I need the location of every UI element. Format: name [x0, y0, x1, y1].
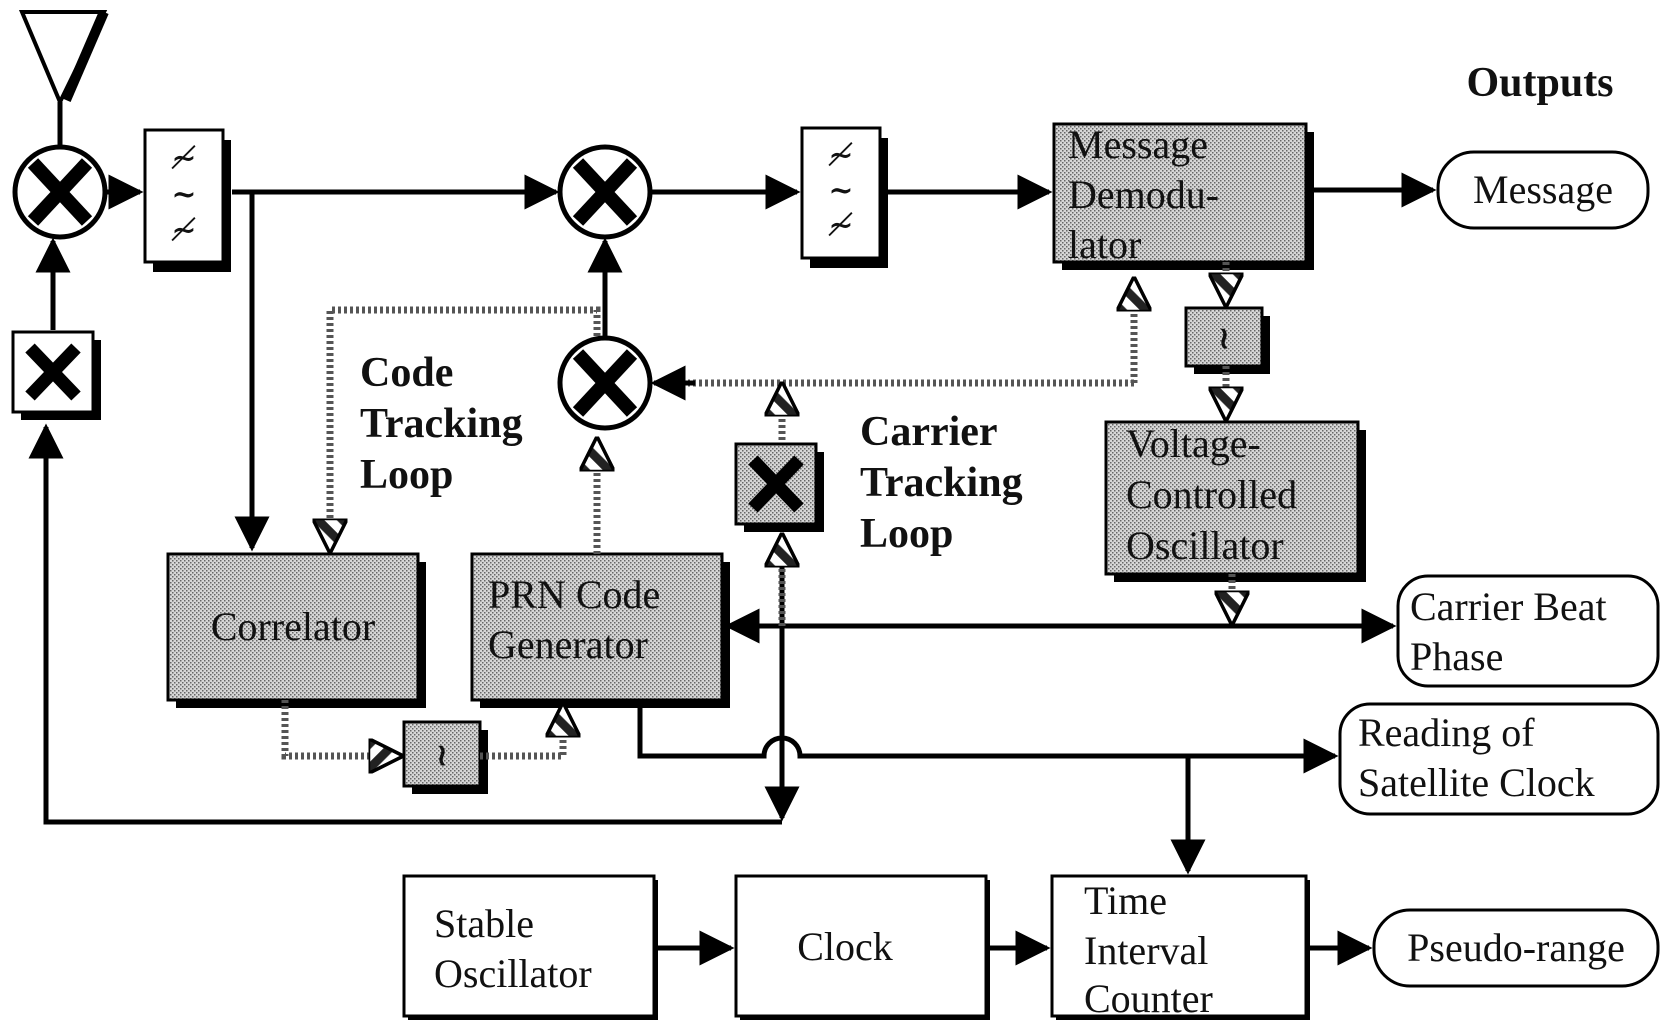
- outputs-heading: Outputs: [1466, 60, 1613, 106]
- message-demodulator-line-2: Demodu-: [1068, 172, 1219, 217]
- pseudo-range-output-label: Pseudo-range: [1407, 925, 1625, 970]
- clock-label: Clock: [797, 924, 893, 969]
- svg-text:~: ~: [171, 177, 196, 212]
- loop-filter-carrier-icon: ≀: [1184, 306, 1270, 374]
- time-interval-counter-line-2: Interval: [1084, 928, 1208, 973]
- bandpass-filter-2-icon: ≁ ~ ≁: [800, 126, 888, 268]
- stable-oscillator-line-2: Oscillator: [434, 951, 592, 996]
- message-demodulator-block: Message Demodu- lator: [1052, 122, 1314, 270]
- carrier-loop-line-2: Tracking: [860, 460, 1023, 506]
- satellite-clock-line-1: Reading of: [1358, 710, 1535, 755]
- code-loop-line-2: Tracking: [360, 401, 523, 447]
- svg-text:≁: ≁: [828, 208, 854, 243]
- pseudo-range-output: Pseudo-range: [1372, 908, 1660, 988]
- code-mixer-icon: [557, 335, 653, 431]
- prn-generator-line-2: Generator: [488, 622, 648, 667]
- time-interval-counter-block: Time Interval Counter: [1050, 874, 1310, 1021]
- svg-text:≁: ≁: [171, 213, 197, 248]
- stable-oscillator-line-1: Stable: [434, 901, 534, 946]
- vco-block: Voltage- Controlled Oscillator: [1104, 420, 1366, 582]
- message-output-label: Message: [1473, 167, 1613, 212]
- satellite-clock-output: Reading of Satellite Clock: [1338, 702, 1660, 816]
- clock-block: Clock: [734, 874, 990, 1020]
- svg-text:≁: ≁: [828, 138, 854, 173]
- code-loop-line-3: Loop: [360, 452, 453, 498]
- correlator-label: Correlator: [211, 604, 375, 649]
- stable-oscillator-block: Stable Oscillator: [402, 874, 658, 1020]
- input-mixer-icon: [12, 144, 108, 240]
- message-output: Message: [1436, 150, 1650, 230]
- vco-line-3: Oscillator: [1126, 523, 1284, 568]
- carrier-multiplier-icon: [734, 442, 824, 532]
- time-interval-counter-line-3: Counter: [1084, 976, 1213, 1021]
- svg-text:≀: ≀: [1218, 321, 1229, 356]
- carrier-beat-phase-line-2: Phase: [1410, 634, 1503, 679]
- svg-text:≁: ≁: [171, 141, 197, 176]
- prn-generator-line-1: PRN Code: [488, 572, 660, 617]
- carrier-beat-phase-output: Carrier Beat Phase: [1396, 574, 1660, 688]
- carrier-loop-line-3: Loop: [860, 511, 953, 557]
- local-multiplier-icon: [11, 330, 101, 420]
- bandpass-filter-1-icon: ≁ ~ ≁: [143, 128, 231, 272]
- time-interval-counter-line-1: Time: [1084, 878, 1167, 923]
- control-connections: [281, 262, 1232, 756]
- carrier-beat-phase-line-1: Carrier Beat: [1410, 584, 1607, 629]
- correlator-block: Correlator: [166, 552, 426, 708]
- vco-line-2: Controlled: [1126, 472, 1297, 517]
- svg-text:~: ~: [828, 173, 853, 208]
- code-loop-line-1: Code: [360, 350, 453, 396]
- message-demodulator-line-3: lator: [1068, 222, 1141, 267]
- prn-generator-block: PRN Code Generator: [470, 552, 730, 708]
- loop-filter-code-icon: ≀: [402, 720, 488, 794]
- carrier-mixer-icon: [557, 144, 653, 240]
- carrier-loop-line-1: Carrier: [860, 409, 998, 455]
- antenna-icon: [18, 10, 109, 145]
- solid-connections: [28, 172, 1437, 966]
- satellite-clock-line-2: Satellite Clock: [1358, 760, 1595, 805]
- message-demodulator-line-1: Message: [1068, 122, 1208, 167]
- svg-text:≀: ≀: [436, 738, 447, 773]
- vco-line-1: Voltage-: [1126, 421, 1261, 466]
